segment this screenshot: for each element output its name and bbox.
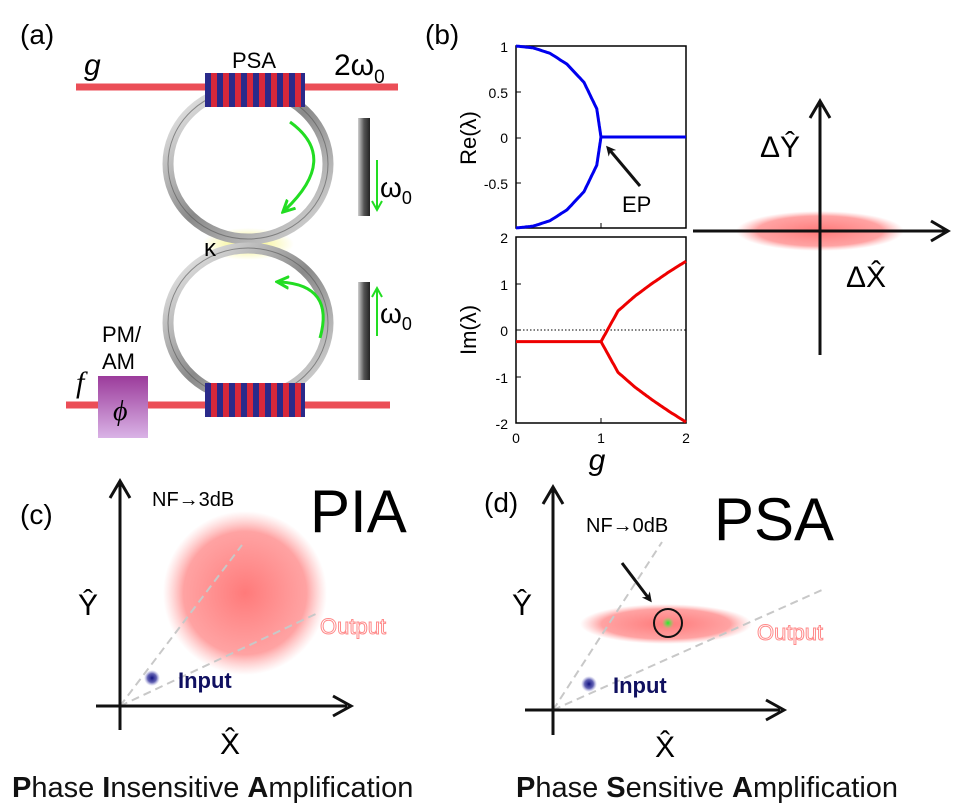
psa-cone-upper [552, 541, 663, 711]
pm-am-label-line1: PM/ [102, 322, 142, 347]
b-xlabel: g [589, 444, 606, 477]
panel-d: (d) PSA NF→0dB Ŷ X̂ Output Input [484, 484, 834, 764]
caption-text: mplification [752, 772, 899, 804]
pia-nf: NF→3dB [152, 489, 234, 511]
caption-letter: P [12, 772, 32, 804]
lower-mirror [358, 282, 370, 380]
psa-title: PSA [714, 486, 834, 553]
re-ylabel: Re(λ) [456, 111, 481, 165]
re-curve [515, 44, 603, 138]
pump-g-label: g [84, 49, 101, 82]
pm-am-label-line2: AM [102, 349, 135, 374]
caption-text: ensitive [625, 772, 733, 804]
panel-a: (a) g 2ω0 PSA κ [20, 19, 412, 438]
omega-top-label: ω0 [380, 172, 412, 208]
im-curve [599, 340, 687, 424]
psa-y-label: Ŷ [512, 589, 532, 622]
psa-x-label: X̂ [655, 731, 675, 764]
pia-y-label: Ŷ [78, 589, 98, 622]
phase-modulator [98, 376, 148, 438]
dy-label: ΔŶ [760, 131, 800, 164]
panel-c-label: (c) [20, 499, 53, 530]
pia-x-label: X̂ [220, 728, 240, 761]
re-curve [515, 136, 603, 230]
im-ytick: 2 [500, 230, 508, 246]
caption-text: mplification [268, 772, 414, 804]
psa-nf: NF→0dB [586, 515, 668, 537]
im-ytick: -2 [496, 416, 509, 432]
xtick: 1 [597, 430, 605, 446]
panel-d-label: (d) [484, 487, 518, 518]
im-curves [516, 259, 687, 424]
re-yticks: 1 0.5 0 -0.5 [484, 39, 508, 192]
im-ytick: 0 [500, 323, 508, 339]
im-ytick: -1 [496, 370, 509, 386]
panel-c: (c) PIA NF→3dB Ŷ X̂ Output Input [20, 478, 407, 761]
pia-cone-lower [119, 611, 321, 707]
upper-ring [162, 83, 334, 245]
re-ytick: 0 [500, 130, 508, 146]
caption-letter: P [516, 772, 536, 804]
kappa-label: κ [204, 235, 217, 262]
omega-bottom-label: ω0 [380, 298, 412, 334]
caption-letter: I [102, 772, 111, 804]
pia-output-label: Output [320, 614, 386, 639]
psa-cone-lower [552, 589, 823, 711]
psa-input-dot [581, 676, 597, 692]
ep-label: EP [622, 192, 651, 217]
re-curves [515, 44, 686, 230]
psa-input-label: Input [613, 673, 667, 698]
pump-2omega-label: 2ω0 [334, 49, 385, 88]
caption-letter: S [606, 772, 626, 804]
lower-ring [162, 242, 334, 404]
top-grating [205, 73, 305, 107]
phi-label: ϕ [113, 396, 128, 427]
caption-psa: Phase Sensitive Amplification [516, 772, 898, 805]
caption-text: hase [31, 772, 103, 804]
psa-noise-circle [653, 608, 683, 638]
im-yticks: 2 1 0 -1 -2 [496, 230, 509, 432]
counterclockwise-arrow [280, 282, 325, 339]
caption-text: nsensitive [110, 772, 248, 804]
im-curve [599, 259, 687, 343]
dx-label: ΔX̂ [846, 261, 886, 294]
psa-label: PSA [232, 48, 276, 73]
upper-mirror [358, 118, 370, 216]
pia-input-dot [144, 670, 160, 686]
re-ytick: 0.5 [489, 85, 509, 101]
pia-cone-upper [119, 544, 243, 707]
panel-b-label: (b) [425, 19, 459, 50]
caption-pia: Phase Insensitive Amplification [12, 772, 413, 805]
signal-f-label: f [76, 366, 88, 399]
bottom-grating [205, 383, 305, 417]
re-ytick: 1 [500, 39, 508, 55]
pia-output-blob [163, 511, 327, 675]
im-ytick: 1 [500, 277, 508, 293]
psa-noise-dot [662, 617, 674, 629]
clockwise-arrow [285, 120, 316, 210]
psa-pointer-arrow [620, 562, 652, 603]
panel-a-label: (a) [20, 19, 54, 50]
panel-b: (b) 1 0.5 0 -0.5 2 1 0 -1 -2 [425, 19, 690, 477]
caption-letter: A [732, 772, 753, 804]
re-ytick: -0.5 [484, 176, 508, 192]
im-ylabel: Im(λ) [456, 305, 481, 355]
psa-output-label: Output [757, 620, 823, 645]
xtick: 2 [682, 430, 690, 446]
panel-b-quadrature: ΔŶ ΔX̂ [693, 98, 951, 355]
caption-text: hase [535, 772, 607, 804]
caption-letter: A [247, 772, 269, 804]
ep-arrow [606, 145, 642, 187]
pia-title: PIA [310, 478, 407, 545]
xticks: 0 1 2 [512, 430, 690, 446]
pia-input-label: Input [178, 668, 232, 693]
xtick: 0 [512, 430, 520, 446]
